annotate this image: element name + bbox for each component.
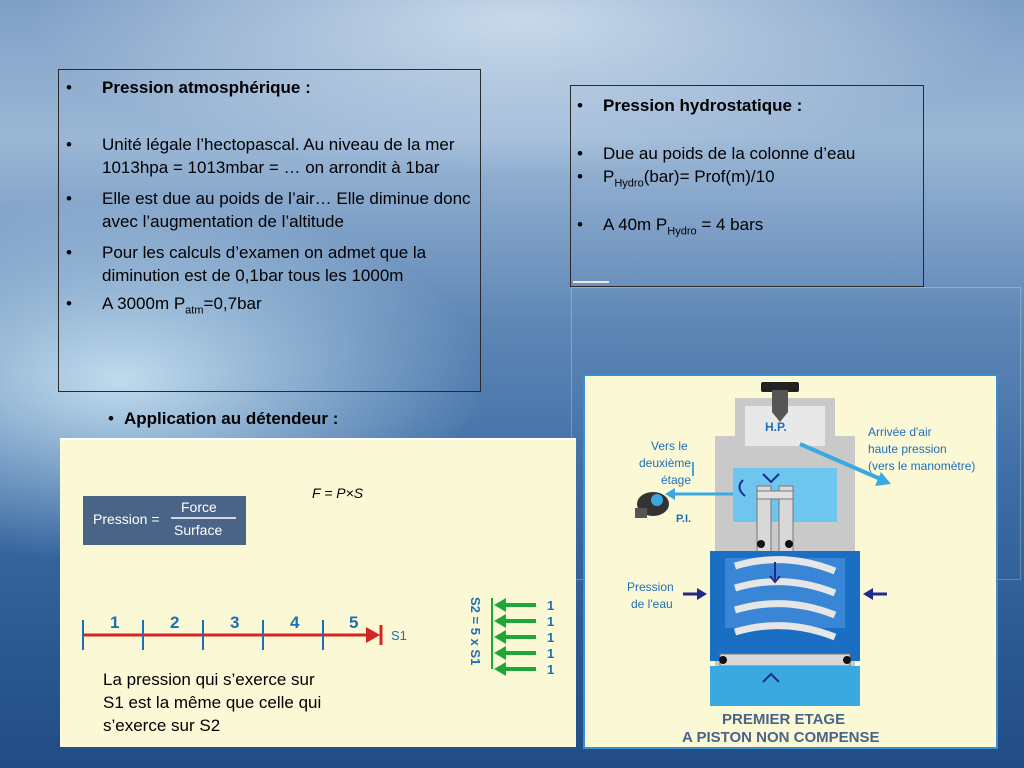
scale-num-5: 5 (349, 613, 358, 632)
hydro-bullet-2: • PHydro(bar)= Prof(m)/10 (603, 165, 918, 188)
hydro-bullet-3: • A 40m PHydro = 4 bars (603, 213, 918, 236)
bullet-icon: • (577, 142, 583, 165)
pi-label: P.I. (676, 513, 691, 525)
svg-text:étage: étage (661, 473, 691, 487)
scale-num-3: 3 (230, 613, 239, 632)
hydro-bullet-1: • Due au poids de la colonne d’eau (603, 142, 918, 165)
atm-title: Pression atmosphérique : (102, 78, 311, 97)
value-1: 1 (547, 598, 554, 613)
svg-text:Pression: Pression (627, 580, 674, 594)
atm-bullet-1: • Unité légale l’hectopascal. Au niveau … (102, 133, 472, 179)
arrivee-labels: Arrivée d'air haute pression (vers le ma… (868, 425, 975, 473)
application-title-item: • Application au détendeur : (124, 407, 338, 430)
scale-num-2: 2 (170, 613, 179, 632)
hydro-title-item: • Pression hydrostatique : (603, 94, 918, 117)
bullet-icon: • (577, 165, 583, 188)
vers-labels: Vers le deuxième étage (639, 439, 691, 487)
svg-text:deuxième: deuxième (639, 456, 691, 470)
bullet-icon: • (66, 292, 72, 315)
regulator-diagram-panel: H.P. (583, 374, 998, 749)
scale-num-1: 1 (110, 613, 119, 632)
value-2: 1 (547, 614, 554, 629)
bullet-icon: • (66, 241, 72, 264)
hydro-title: Pression hydrostatique : (603, 96, 802, 115)
small-marker (573, 281, 609, 283)
piston-base (720, 654, 850, 666)
application-title: Application au détendeur : (124, 409, 338, 428)
formula-text: F = P×S (312, 485, 364, 501)
screw-shaft (772, 390, 788, 412)
atm-bullet-3: • Pour les calculs d’examen on admet que… (102, 241, 472, 287)
green-arrows (494, 598, 536, 676)
bullet-icon: • (108, 407, 114, 430)
svg-text:Vers le: Vers le (651, 439, 688, 453)
value-3: 1 (547, 630, 554, 645)
regulator-diagram: H.P. (585, 376, 996, 747)
svg-text:haute pression: haute pression (868, 442, 947, 456)
value-4: 1 (547, 646, 554, 661)
bullet-icon: • (66, 187, 72, 210)
hydro-box: • Pression hydrostatique : • Due au poid… (570, 85, 924, 287)
s1-label: S1 (391, 628, 407, 643)
second-stage-icon (635, 492, 669, 518)
s2-label: S2 = 5 x S1 (468, 597, 483, 665)
green-arrow-values: 1 1 1 1 1 (547, 598, 554, 677)
piston-top (757, 491, 793, 499)
svg-text:de l'eau: de l'eau (631, 597, 673, 611)
atm-title-item: • Pression atmosphérique : (102, 76, 472, 99)
scale-arrowhead-icon (366, 627, 380, 643)
atm-bullet-2: • Elle est due au poids de l’air… Elle d… (102, 187, 472, 233)
pressure-caption: La pression qui s’exerce sur S1 est la m… (103, 668, 333, 737)
bullet-icon: • (577, 94, 583, 117)
bottom-chamber (710, 666, 860, 706)
footer-line-2: A PISTON NON COMPENSE (682, 729, 880, 746)
atm-bullet-4: • A 3000m Patm=0,7bar (102, 292, 472, 315)
force-label: Force (181, 499, 217, 515)
bullet-icon: • (577, 213, 583, 236)
bullet-icon: • (66, 133, 72, 156)
bullet-icon: • (66, 76, 72, 99)
pression-eau-labels: Pression de l'eau (627, 580, 674, 611)
scale-num-4: 4 (290, 613, 300, 632)
pressure-illustration-panel: F = P×S Pression = Force Surface 1 2 3 4… (60, 438, 576, 747)
value-5: 1 (547, 662, 554, 677)
atm-box: • Pression atmosphérique : • Unité légal… (58, 69, 481, 392)
svg-text:Arrivée d'air: Arrivée d'air (868, 425, 932, 439)
surface-label: Surface (174, 522, 222, 538)
svg-text:(vers le manomètre): (vers le manomètre) (868, 459, 975, 473)
scale-numbers: 1 2 3 4 5 (110, 613, 358, 632)
hp-label: H.P. (765, 420, 787, 434)
pressure-label: Pression = (93, 511, 160, 527)
footer-line-1: PREMIER ETAGE (722, 711, 845, 728)
